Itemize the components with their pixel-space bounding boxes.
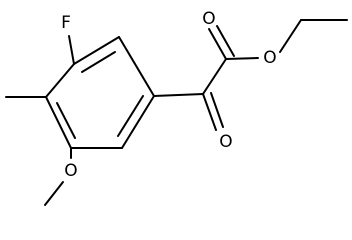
ethyl-bond-1: [279, 19, 302, 53]
ring-bond-3: [121, 95, 155, 149]
ketone-to-ester-bond: [202, 58, 227, 95]
carbonyl-oxygen-top-label: O: [202, 9, 215, 29]
methoxy-oxygen-label: O: [64, 161, 77, 181]
ketone-carbonyl-bond-a: [202, 93, 217, 131]
ring-inner-double-1: [81, 51, 116, 73]
ester-carbonyl-bond-a: [208, 28, 227, 60]
methoxy-methyl-bond: [44, 181, 64, 206]
ketone-oxygen-label: O: [219, 132, 232, 152]
ring-bond-1: [73, 36, 120, 65]
ring-bond-6: [45, 63, 75, 98]
ring-bond-5: [45, 96, 72, 149]
chemical-structure: F O O O O: [5, 9, 348, 206]
atom-labels: F O O O O: [61, 9, 277, 181]
ketone-carbonyl-bond-b: [210, 92, 224, 128]
ester-oxygen-label: O: [263, 48, 276, 68]
ring-inner-double-3: [56, 102, 76, 139]
substituent-bonds: [5, 19, 348, 206]
fluorine-bond: [68, 35, 75, 65]
ester-oxygen-bond: [225, 57, 259, 60]
ring-bond-2: [118, 36, 155, 97]
aryl-to-ketone-bond: [153, 93, 204, 97]
ring-inner-double-2: [117, 95, 144, 137]
fluorine-atom-label: F: [61, 13, 71, 33]
benzene-ring: [45, 36, 155, 149]
ester-carbonyl-bond-b: [216, 25, 235, 57]
